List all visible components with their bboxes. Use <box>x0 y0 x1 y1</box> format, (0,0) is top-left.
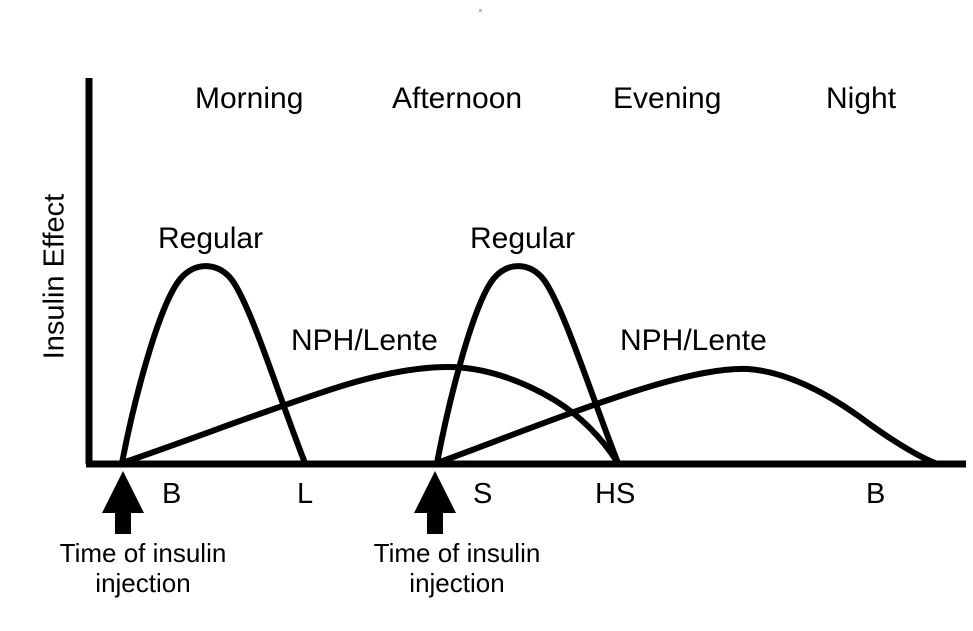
x-tick-label-l: L <box>297 478 314 510</box>
day-part-label-evening: Evening <box>613 82 722 115</box>
day-part-label-afternoon: Afternoon <box>392 82 523 115</box>
curve-regular-2 <box>434 263 621 466</box>
x-tick-label-b-1: B <box>162 478 182 510</box>
curve-label-nph-lente-2: NPH/Lente <box>620 324 767 357</box>
curve-label-regular-2: Regular <box>470 222 576 255</box>
x-tick-label-hs: HS <box>595 478 636 510</box>
curve-nph-lente-2 <box>434 365 938 466</box>
curve-regular-1 <box>119 263 308 466</box>
injection-caption-1-line1: Time of insulin <box>59 538 227 568</box>
injection-arrow-1 <box>102 471 144 534</box>
day-part-label-night: Night <box>826 82 897 115</box>
injection-caption-1-line2: injection <box>95 568 191 599</box>
curve-label-regular-1: Regular <box>158 222 264 255</box>
x-tick-label-s: S <box>473 478 493 510</box>
injection-caption-2-line2: injection <box>409 568 505 599</box>
scan-speck <box>479 9 482 12</box>
day-part-label-morning: Morning <box>195 82 304 115</box>
curve-label-nph-lente-1: NPH/Lente <box>291 324 438 357</box>
injection-caption-2: Time of insulin injection <box>337 538 577 598</box>
injection-caption-2-line1: Time of insulin <box>373 538 541 568</box>
injection-arrow-2 <box>414 471 456 534</box>
x-tick-label-b-2: B <box>866 478 886 510</box>
curve-nph-lente-1 <box>119 364 621 466</box>
injection-caption-1: Time of insulin injection <box>23 538 263 598</box>
